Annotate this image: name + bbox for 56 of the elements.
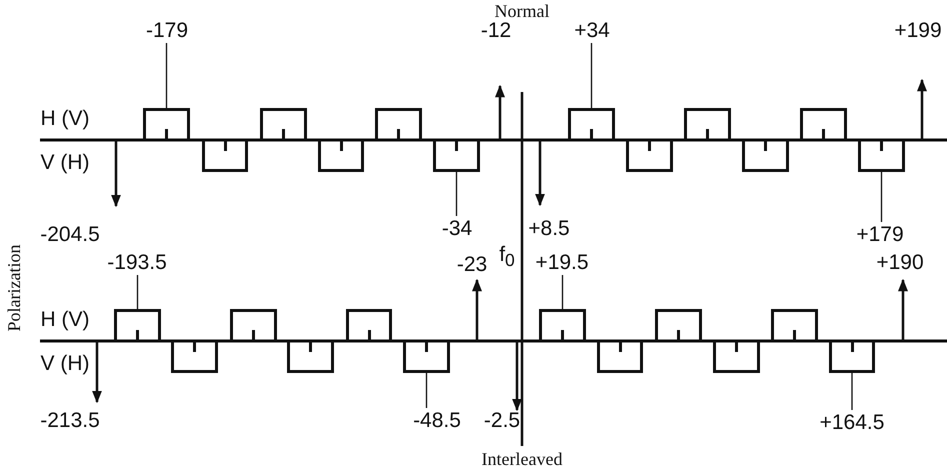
- channel-box: [626, 140, 673, 172]
- channel-box: [858, 140, 905, 172]
- channel-box: [742, 140, 789, 172]
- frequency-label: +179: [856, 224, 904, 245]
- leader-line: [456, 172, 458, 216]
- channel-box: [230, 309, 277, 341]
- text-label: -204.5: [40, 224, 100, 245]
- heading: Interleaved: [482, 450, 562, 468]
- channel-box: [375, 108, 422, 140]
- frequency-label: -193.5: [107, 252, 167, 273]
- frequency-label: +164.5: [820, 412, 884, 433]
- leader-line: [851, 373, 853, 410]
- text-label: +199: [894, 20, 942, 41]
- channel-box: [684, 108, 731, 140]
- channel-box: [568, 108, 615, 140]
- text-label: H (V): [40, 108, 90, 129]
- channel-box: [346, 309, 392, 341]
- channel-box: [771, 309, 818, 341]
- frequency-label: -34: [442, 218, 472, 239]
- frequency-label: -48.5: [413, 410, 461, 431]
- channel-box: [202, 140, 248, 172]
- channel-box: [800, 108, 847, 140]
- channel-box: [114, 309, 161, 341]
- channel-box: [260, 108, 307, 140]
- leader-line: [136, 275, 138, 309]
- channel-box: [433, 140, 480, 172]
- channel-box: [318, 140, 364, 172]
- text-label: V (H): [40, 353, 90, 374]
- leader-line: [880, 172, 882, 222]
- frequency-label: +19.5: [535, 252, 589, 273]
- text-label: f$_{0}$: [499, 244, 515, 270]
- frequency-label: -179: [146, 20, 188, 41]
- leader-line: [166, 43, 168, 108]
- text-label: +190: [876, 252, 924, 273]
- channel-box: [287, 341, 334, 373]
- leader-line: [426, 373, 428, 408]
- axis-title: Polarization: [5, 244, 23, 332]
- text-label: -2.5: [484, 410, 520, 431]
- text-label: -213.5: [40, 410, 100, 431]
- channel-box: [655, 309, 702, 341]
- text-label: -12: [480, 20, 512, 41]
- channel-box: [829, 341, 875, 373]
- channel-box: [171, 341, 218, 373]
- heading: Normal: [494, 2, 550, 20]
- channel-box: [597, 341, 643, 373]
- text-label: -23: [456, 254, 488, 275]
- channel-box: [713, 341, 760, 373]
- leader-line: [590, 43, 592, 108]
- channel-box: [143, 108, 190, 140]
- channel-box: [539, 309, 586, 341]
- leader-line: [562, 275, 564, 309]
- text-label: V (H): [40, 152, 90, 173]
- text-label: H (V): [40, 309, 90, 330]
- text-label: +8.5: [528, 218, 570, 239]
- channel-box: [403, 341, 450, 373]
- frequency-label: +34: [574, 20, 610, 41]
